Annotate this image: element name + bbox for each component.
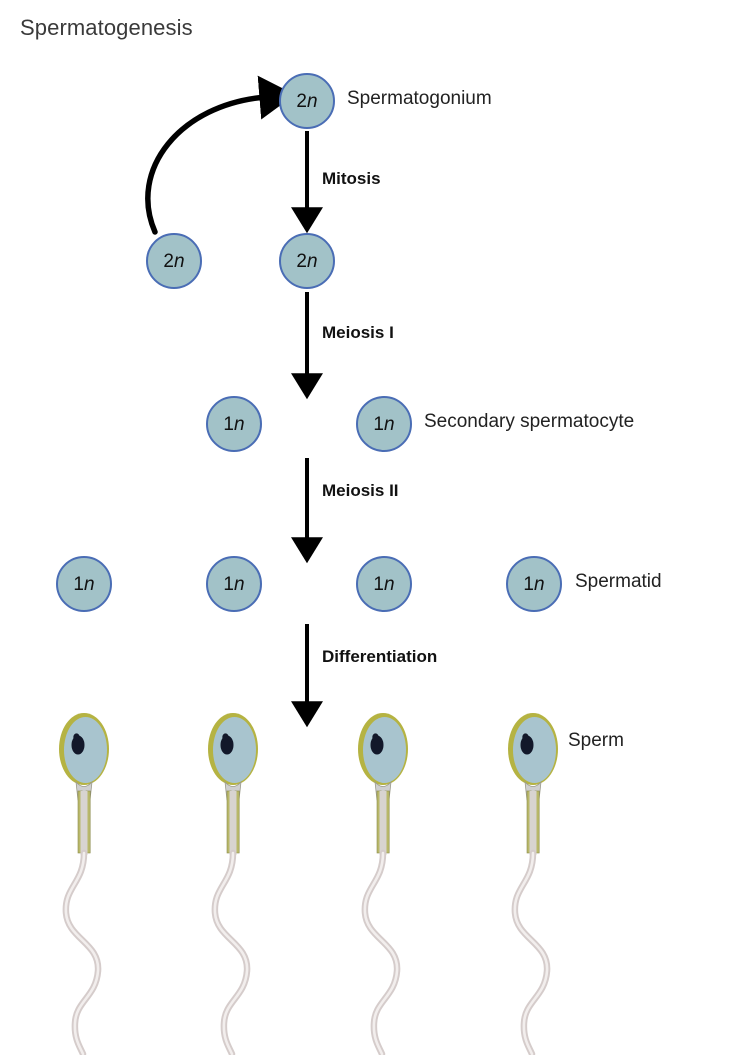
stage-label-differentiation: Differentiation (322, 647, 438, 666)
sperm-icon-1[interactable] (42, 705, 126, 1058)
cell-ploidy-value: 2 (296, 90, 307, 112)
cell-ploidy-value: 1 (223, 413, 234, 435)
cell-ploidy-value: 1 (223, 573, 234, 595)
cell-ploidy-value: 1 (73, 573, 84, 595)
label-secondary-spermatocyte: Secondary spermatocyte (424, 411, 635, 432)
stage-label-meiosis-ii: Meiosis II (322, 481, 399, 500)
cell-ploidy-n: n (384, 573, 395, 595)
cell-ploidy-n: n (234, 413, 245, 435)
label-spermatogonium: Spermatogonium (347, 88, 492, 109)
cell-ploidy-value: 1 (523, 573, 534, 595)
sperm-icon-3[interactable] (341, 705, 425, 1058)
cell-ploidy-n: n (534, 573, 545, 595)
cell-ploidy-n: n (174, 250, 185, 272)
cell-ploidy-value: 1 (373, 413, 384, 435)
stage-label-mitosis: Mitosis (322, 169, 381, 188)
cell-ploidy-n: n (84, 573, 95, 595)
curved-arrow-icon (145, 75, 296, 235)
stage-label-meiosis-i: Meiosis I (322, 323, 394, 342)
label-spermatid: Spermatid (575, 571, 662, 592)
page-title: Spermatogenesis (20, 15, 193, 40)
sperm-icon-2[interactable] (191, 705, 275, 1058)
cell-ploidy-n: n (307, 90, 318, 112)
cell-ploidy-n: n (384, 413, 395, 435)
cell-ploidy-value: 2 (163, 250, 174, 272)
label-sperm: Sperm (568, 730, 624, 751)
cell-ploidy-value: 1 (373, 573, 384, 595)
cell-ploidy-value: 2 (296, 250, 307, 272)
cell-ploidy-n: n (234, 573, 245, 595)
sperm-icon-4[interactable] (491, 705, 575, 1058)
cell-ploidy-n: n (307, 250, 318, 272)
